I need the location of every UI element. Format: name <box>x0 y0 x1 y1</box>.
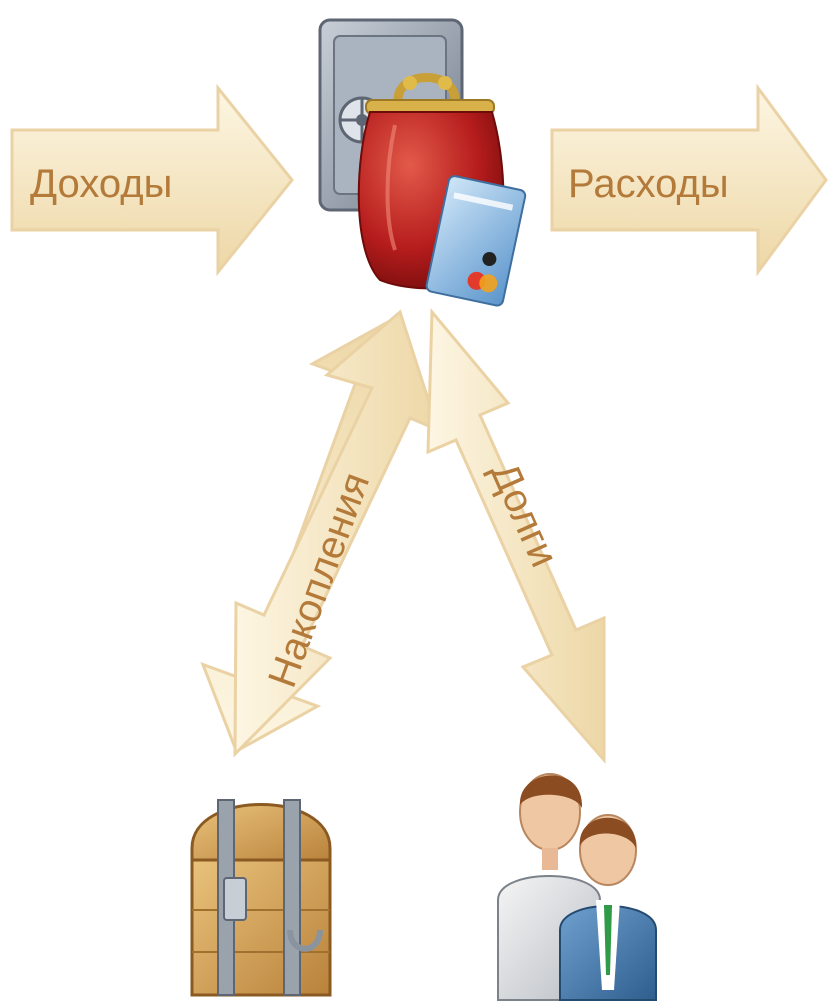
savings-arrow-body <box>233 309 441 758</box>
people-icon <box>497 773 657 1001</box>
income-label: Доходы <box>30 162 172 206</box>
income-arrow: Доходы <box>10 83 294 277</box>
debts-arrow <box>426 308 606 765</box>
expenses-arrow: Расходы <box>550 83 828 277</box>
treasure-chest-icon <box>190 799 332 997</box>
expenses-label: Расходы <box>568 162 729 206</box>
credit-card-icon <box>425 175 527 307</box>
